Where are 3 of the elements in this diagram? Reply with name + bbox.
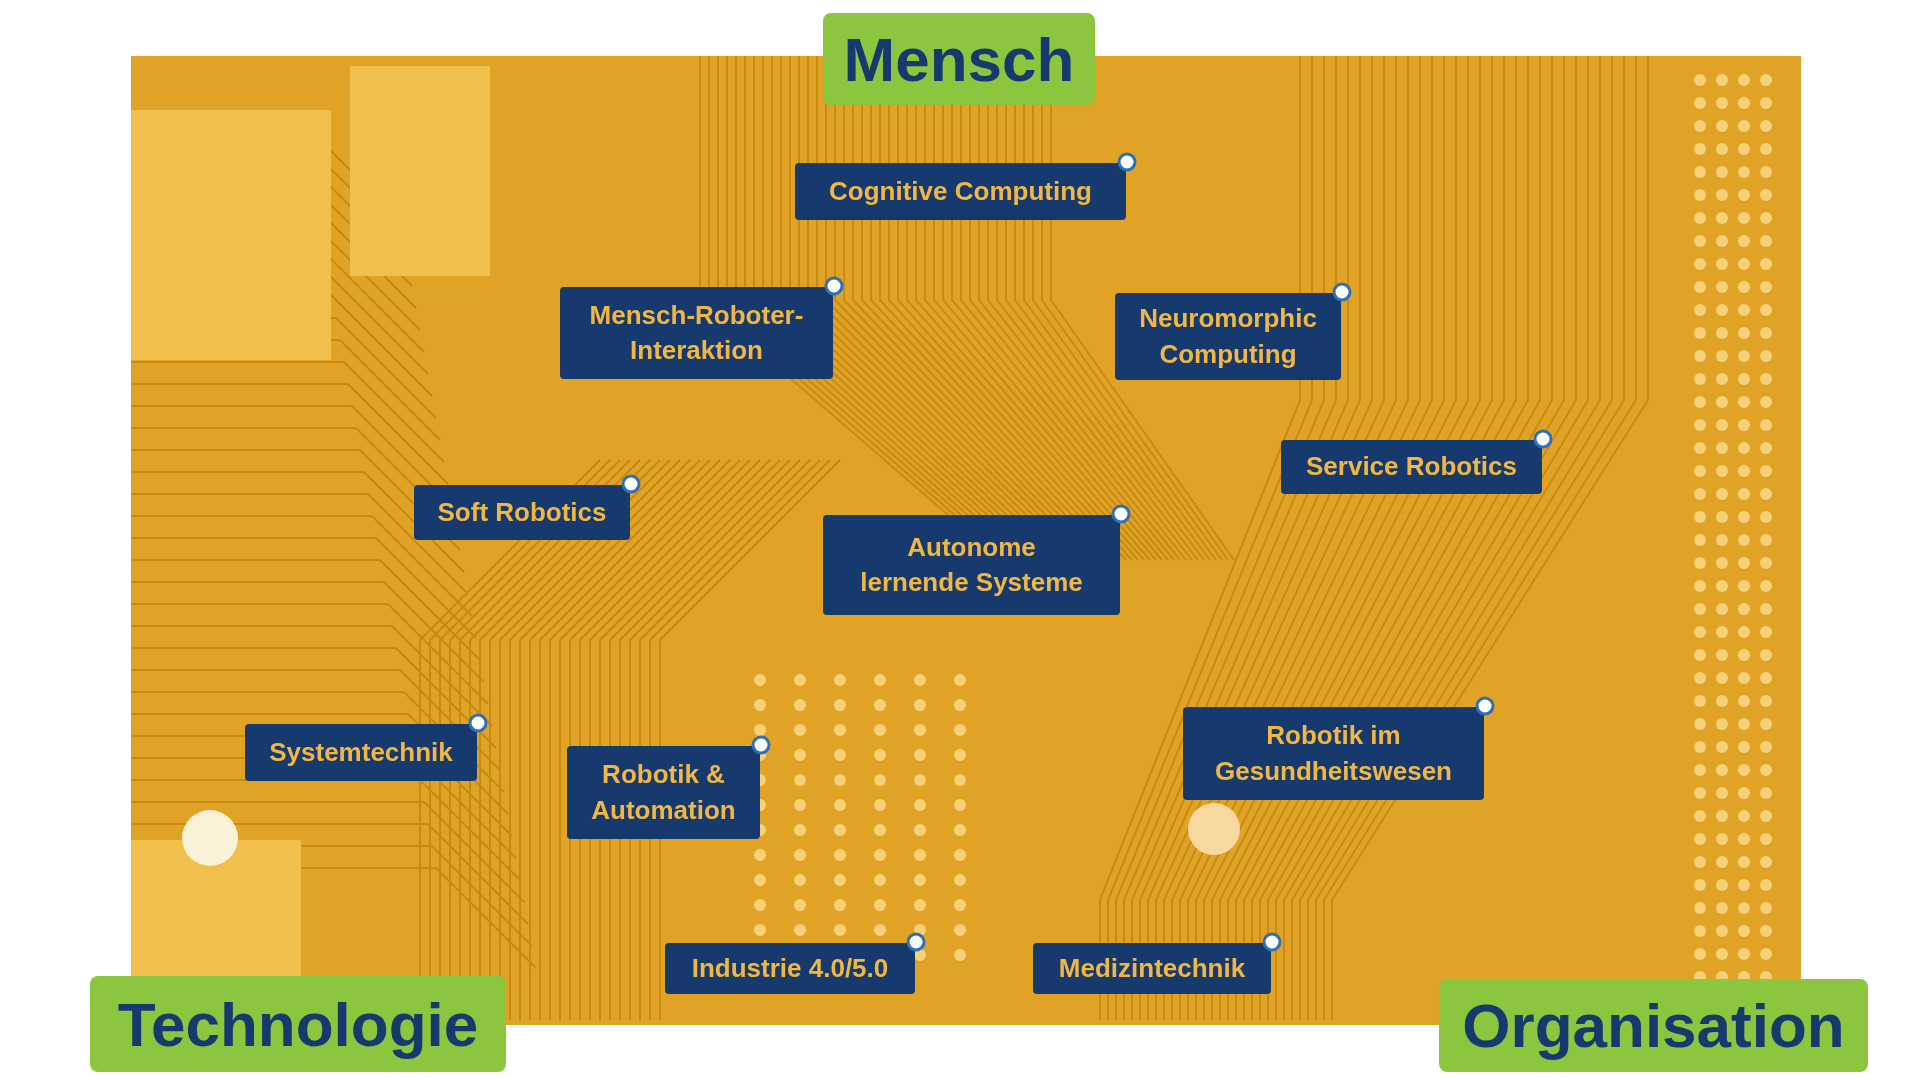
category-label: Mensch	[823, 13, 1095, 105]
category-label: Technologie	[90, 976, 506, 1072]
category-label: Organisation	[1439, 979, 1868, 1072]
